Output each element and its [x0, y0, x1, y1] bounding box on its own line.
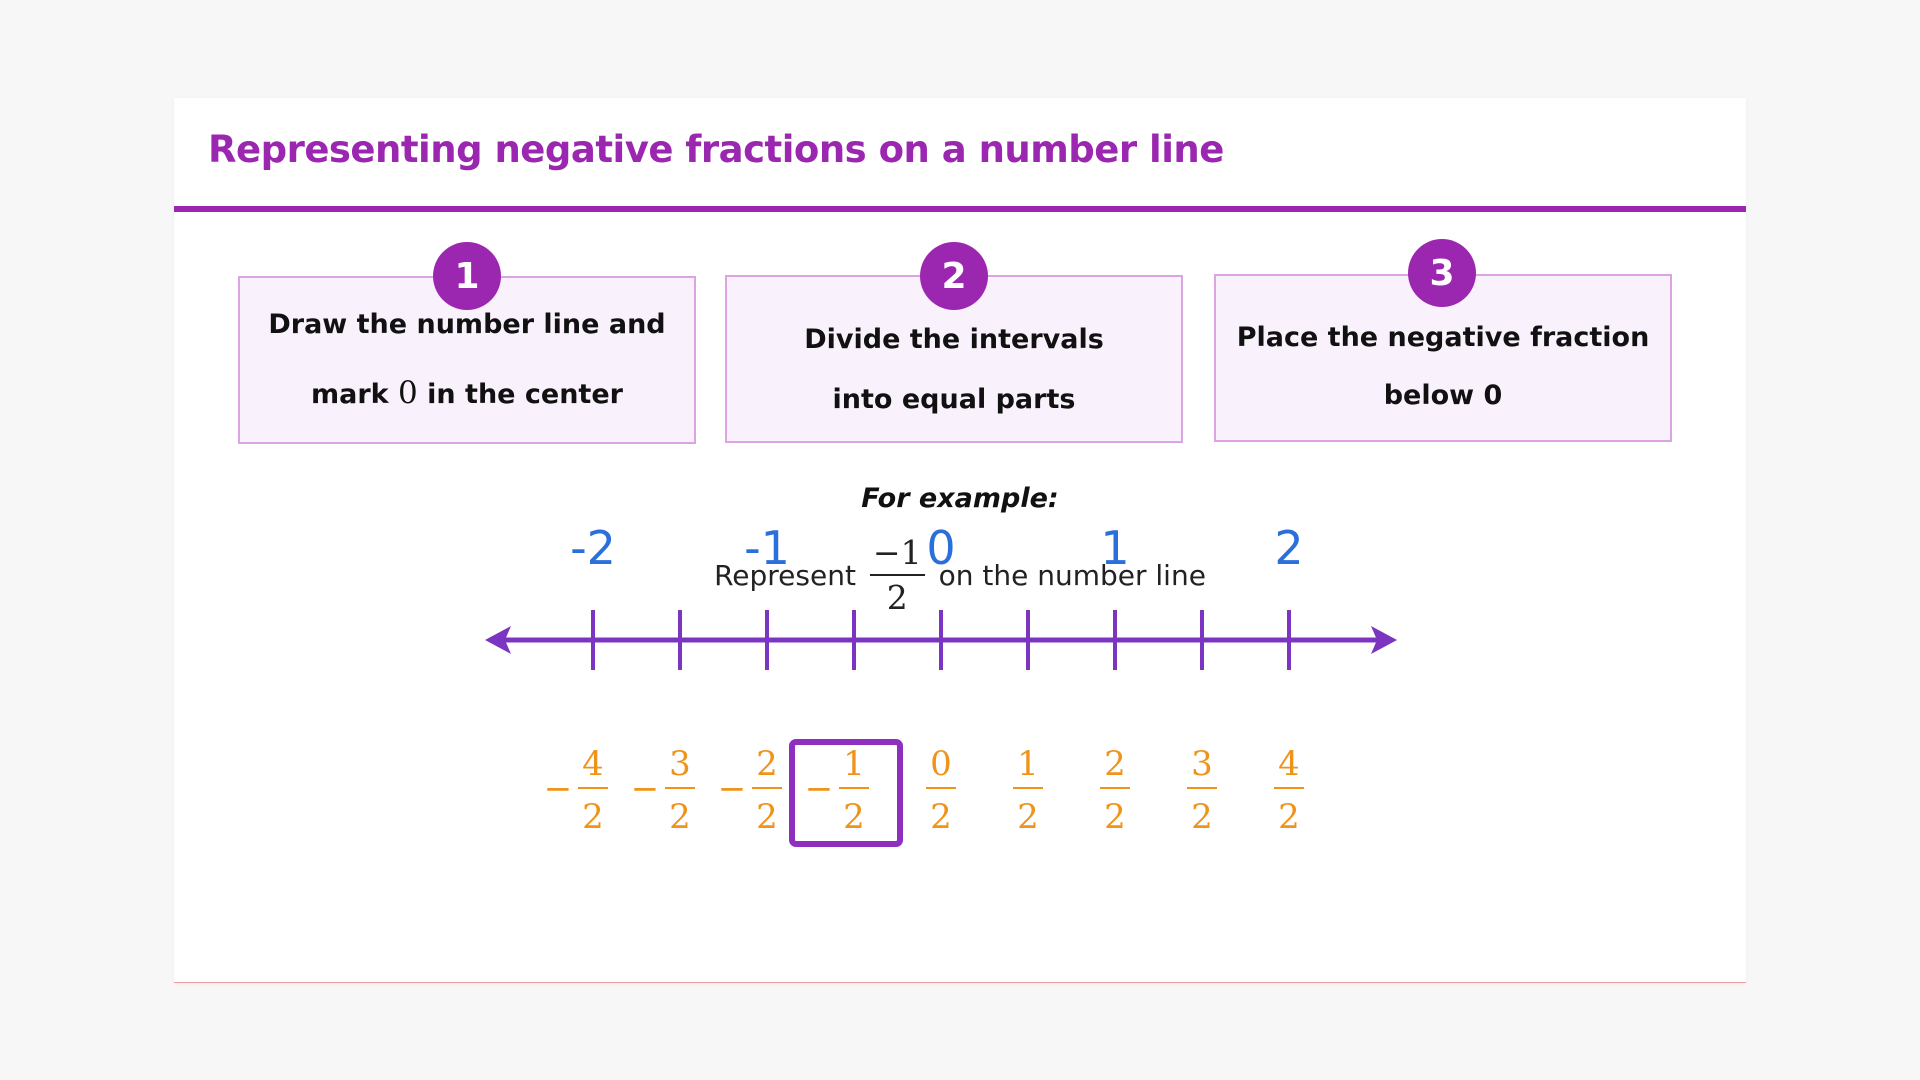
- fraction-label: 32: [1187, 744, 1217, 837]
- step-2-line2: into equal parts: [832, 384, 1076, 415]
- fraction-minus-sign: −: [544, 769, 573, 809]
- title-divider: [174, 206, 1746, 212]
- example-prefix: Represent: [714, 558, 856, 592]
- integer-label: 0: [926, 521, 955, 575]
- fraction-numerator: 0: [930, 744, 952, 784]
- fraction-numerator: 4: [1278, 744, 1300, 784]
- fraction-denominator: 2: [669, 797, 691, 837]
- fraction-numerator: 2: [756, 744, 778, 784]
- highlight-group: [789, 739, 903, 847]
- fraction-label: 4 2−: [544, 744, 608, 837]
- fraction-denominator: 2: [582, 797, 604, 837]
- fraction-denominator: 2: [756, 797, 778, 837]
- step-3-line2: below 0: [1383, 380, 1503, 411]
- fraction-numerator: 1: [843, 744, 865, 784]
- fraction-label: 02: [926, 744, 956, 837]
- step-1-line2-post: in the center: [417, 379, 623, 410]
- step-2-line1: Divide the intervals: [804, 324, 1104, 355]
- example-fraction-bar: [869, 574, 925, 576]
- fraction-minus-sign: −: [805, 769, 834, 809]
- integer-label: -2: [570, 521, 616, 575]
- step-1-badge: 1: [433, 242, 501, 310]
- step-3-line1: Place the negative fraction: [1236, 322, 1650, 353]
- example-suffix: on the number line: [938, 558, 1206, 592]
- fraction-denominator: 2: [1017, 797, 1039, 837]
- fraction-numerator: 3: [1191, 744, 1213, 784]
- example-label: For example:: [861, 483, 1059, 514]
- fraction-label: 42: [1274, 744, 1304, 837]
- fraction-numerator: 1: [1017, 744, 1039, 784]
- right-arrow-icon: [1371, 626, 1397, 654]
- step-2-badge: 2: [920, 242, 988, 310]
- fraction-numerator: 3: [669, 744, 691, 784]
- fraction-minus-sign: −: [718, 769, 747, 809]
- number-line-ticks: [591, 610, 1291, 670]
- step-3-text: Place the negative fraction below 0: [1216, 294, 1670, 440]
- step-3-badge: 3: [1408, 239, 1476, 307]
- step-card-2: Divide the intervals into equal parts: [725, 275, 1183, 443]
- fraction-label: 12: [1013, 744, 1043, 837]
- fraction-minus-sign: −: [631, 769, 660, 809]
- fraction-denominator: 2: [1104, 797, 1126, 837]
- step-1-line1: Draw the number line and: [268, 309, 666, 340]
- fraction-label: 22: [1100, 744, 1130, 837]
- step-1-line2-pre: mark: [311, 379, 399, 410]
- page-title: Representing negative fractions on a num…: [208, 128, 1224, 171]
- fraction-numerator: 2: [1104, 744, 1126, 784]
- example-fraction-numerator: −1: [872, 533, 922, 572]
- fraction-denominator: 2: [1191, 797, 1213, 837]
- integer-label: 2: [1274, 521, 1303, 575]
- step-2-text: Divide the intervals into equal parts: [727, 299, 1181, 441]
- fraction-label: 1 2−: [805, 744, 869, 837]
- fraction-denominator: 2: [843, 797, 865, 837]
- integer-label: 1: [1100, 521, 1129, 575]
- fraction-denominator: 2: [930, 797, 952, 837]
- slide-card: Representing negative fractions on a num…: [174, 98, 1746, 983]
- integer-label: -1: [744, 521, 790, 575]
- fraction-denominator: 2: [1278, 797, 1300, 837]
- example-fraction: −1 2: [869, 533, 925, 617]
- step-1-zero-math: 0: [398, 375, 418, 411]
- integer-labels: -2 -1 0 1 2: [570, 521, 1304, 575]
- example-statement: Represent −1 2 on the number line: [174, 536, 1746, 614]
- fraction-label: 3 2−: [631, 744, 695, 837]
- highlight-box: [789, 739, 903, 847]
- step-card-3: Place the negative fraction below 0: [1214, 274, 1672, 442]
- fraction-label: 2 2−: [718, 744, 782, 837]
- step-1-text: Draw the number line and mark 0 in the c…: [240, 278, 694, 442]
- left-arrow-icon: [485, 626, 511, 654]
- example-fraction-denominator: 2: [886, 578, 908, 617]
- fraction-numerator: 4: [582, 744, 604, 784]
